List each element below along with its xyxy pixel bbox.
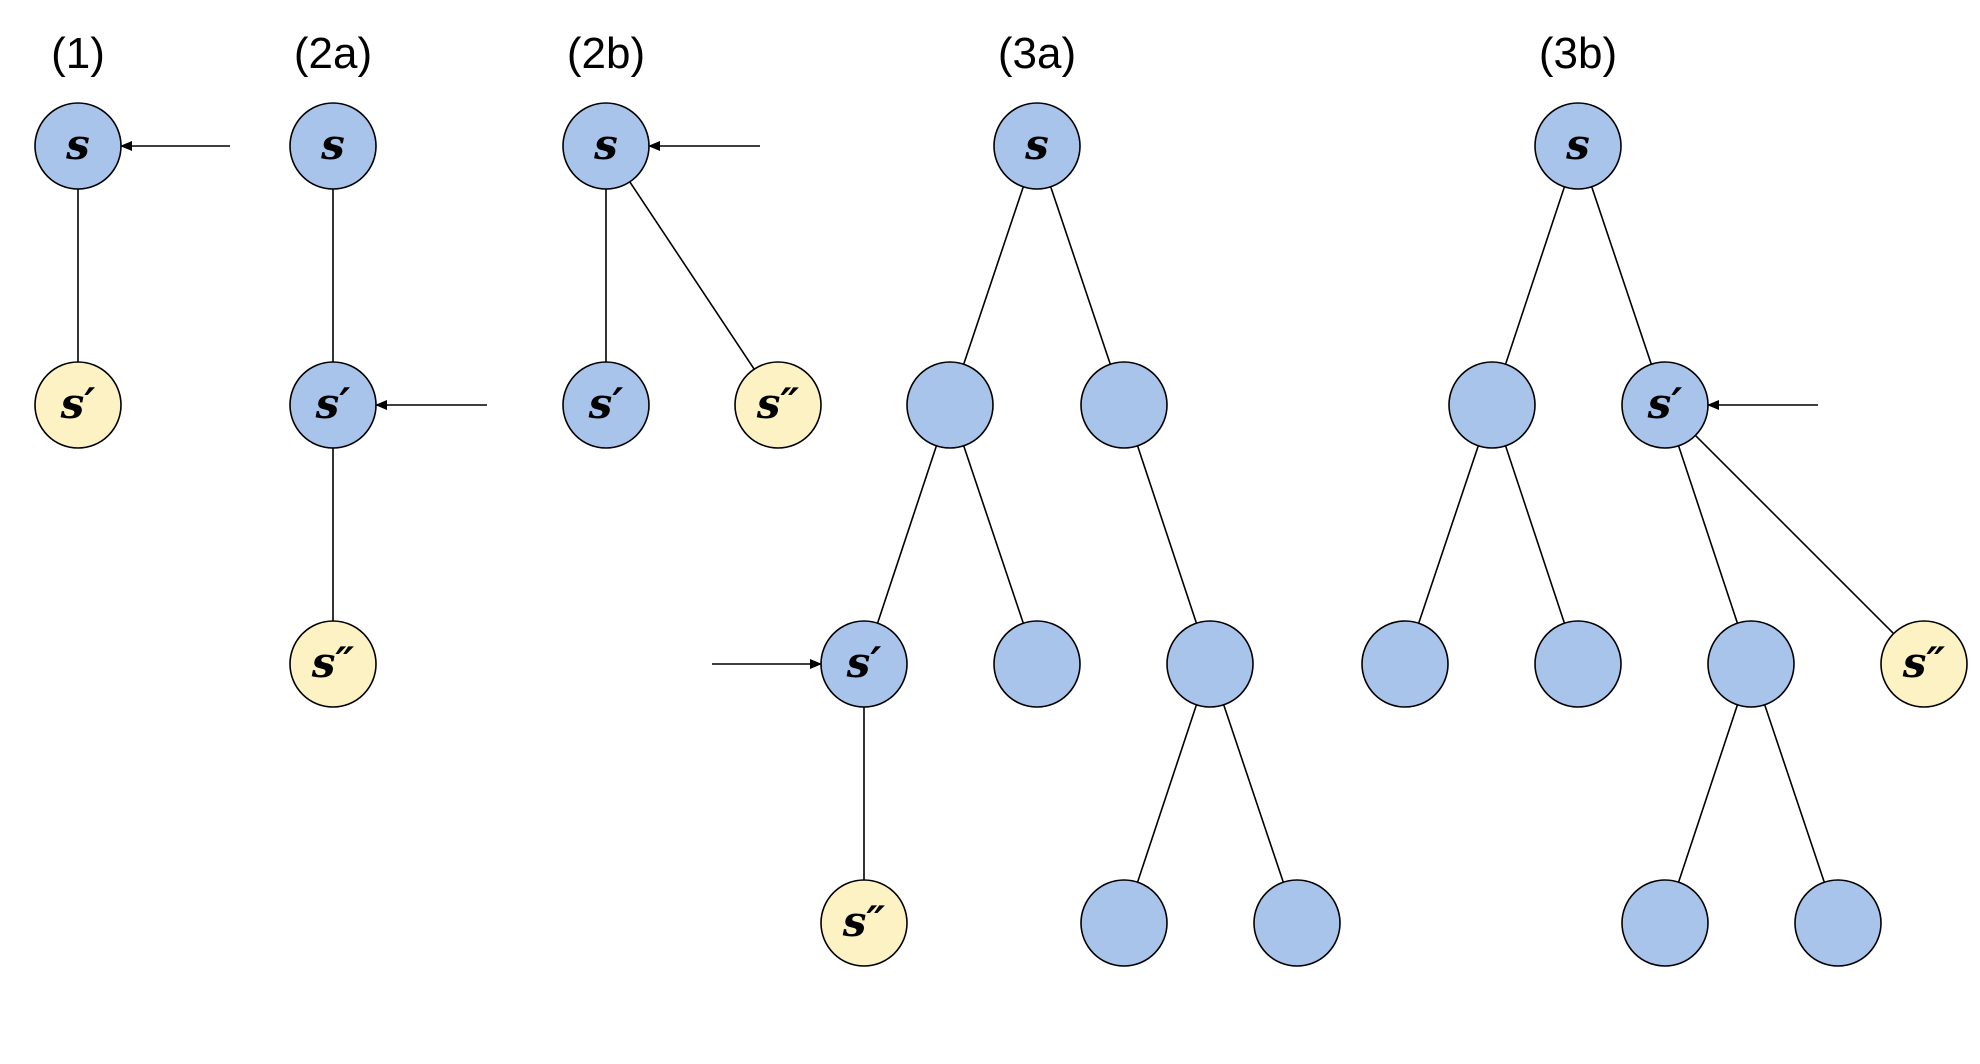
tree-edge [629,181,755,370]
tree-node [1707,620,1795,708]
tree-edge [1136,445,1198,624]
node-circle [1707,620,1795,708]
tree-node: s [1534,102,1622,190]
node-circle [1253,879,1341,967]
node-circle [289,620,377,708]
node-label: s″ [311,638,355,687]
target-node: s″ [734,361,822,449]
node-circle [1080,879,1168,967]
node-circle [734,361,822,449]
node-circle [993,620,1081,708]
node-circle [1166,620,1254,708]
tree-node [1080,361,1168,449]
panel-label: (3b) [1539,29,1617,78]
node-label: s [1024,120,1049,169]
node-circle [289,102,377,190]
tree-node: s [289,102,377,190]
tree-node [1166,620,1254,708]
tree-node [1361,620,1449,708]
tree-edge [1222,704,1285,883]
node-circle [562,361,650,449]
target-node: s″ [289,620,377,708]
tree-node [906,361,994,449]
node-circle [906,361,994,449]
nodes-layer: s s′ s s′ s″ s s′ s″ s s′ s″ s s′ s″ [34,102,1968,967]
tree-node: s [993,102,1081,190]
node-circle [34,361,122,449]
node-label: s″ [842,897,886,946]
node-circle [1621,879,1709,967]
node-label: s′ [315,379,351,428]
tree-edge [962,445,1025,624]
panel-label: (2a) [294,29,372,78]
node-label: s′ [588,379,624,428]
node-circle [1361,620,1449,708]
tree-edge [1417,445,1480,624]
tree-edge [876,445,938,624]
tree-edge [1504,186,1566,365]
tree-edge [1677,445,1739,624]
tree-node: s [34,102,122,190]
tree-node: s′ [289,361,377,449]
node-circle [1794,879,1882,967]
node-circle [1880,620,1968,708]
tree-node [1621,879,1709,967]
tree-edge [962,186,1025,365]
node-label: s″ [756,379,800,428]
panel-label: (2b) [567,29,645,78]
tree-node [1794,879,1882,967]
node-label: s″ [1902,638,1946,687]
tree-node: s′ [1621,361,1709,449]
tree-edge [1694,434,1895,635]
tree-edge [1590,186,1653,365]
tree-edge [1677,704,1739,883]
target-node: s″ [1880,620,1968,708]
tree-node [1080,879,1168,967]
node-label: s′ [1647,379,1683,428]
panel-label: (1) [51,29,105,78]
tree-edge [1763,704,1826,883]
node-circle [820,879,908,967]
target-node: s″ [820,879,908,967]
node-label: s′ [60,379,96,428]
tree-node [1253,879,1341,967]
target-node: s′ [34,361,122,449]
node-label: s [65,120,90,169]
tree-edge [1504,445,1566,624]
node-circle [1534,620,1622,708]
tree-edge [1136,704,1198,883]
tree-node [1448,361,1536,449]
tree-node [1534,620,1622,708]
node-circle [1448,361,1536,449]
node-circle [993,102,1081,190]
node-label: s [320,120,345,169]
labels-layer: (1) (2a) (2b) (3a) (3b) [51,29,1617,78]
node-label: s [593,120,618,169]
tree-node: s′ [562,361,650,449]
edges-layer [77,181,1895,883]
node-circle [1080,361,1168,449]
tree-node: s [562,102,650,190]
tree-node [993,620,1081,708]
tree-edge [1049,186,1112,365]
node-label: s [1565,120,1590,169]
arrows-layer [120,141,1818,669]
tree-node: s′ [820,620,908,708]
node-circle [1534,102,1622,190]
panel-label: (3a) [998,29,1076,78]
node-label: s′ [846,638,882,687]
